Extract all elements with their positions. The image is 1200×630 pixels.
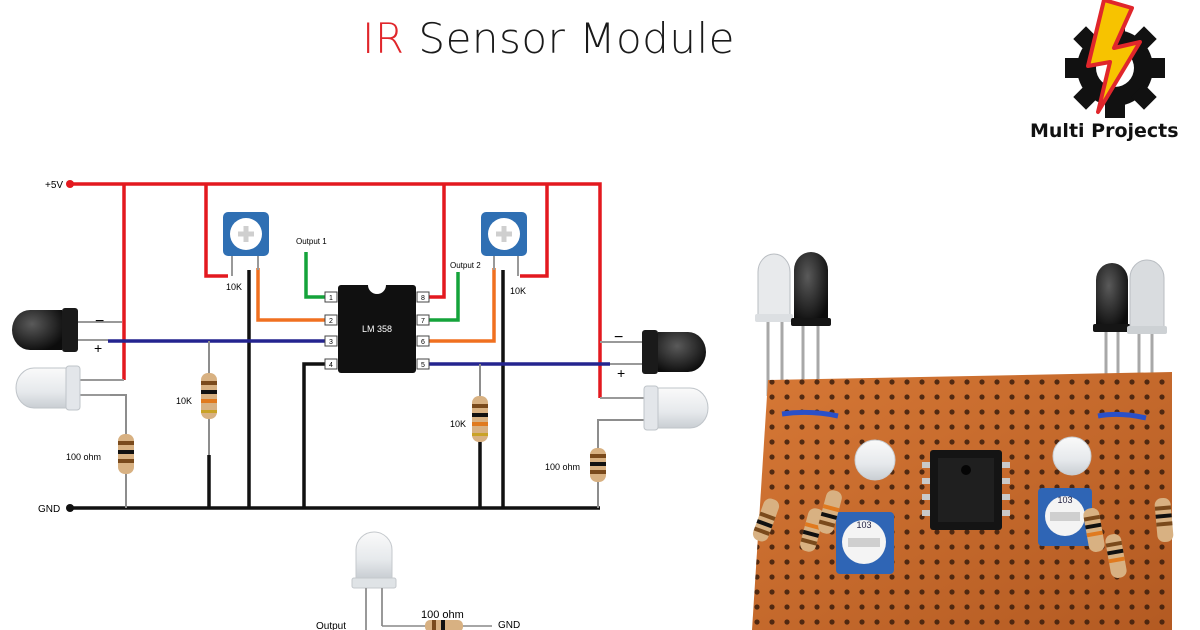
ic-label: LM 358 (362, 324, 392, 334)
output2-label: Output 2 (450, 261, 481, 270)
ir-receiver-left (12, 308, 122, 352)
photo-resistors (752, 490, 1174, 578)
ic-pin-boxes (324, 291, 430, 370)
gear-lightning-logo (1065, 0, 1165, 118)
minus-sign-right: − (614, 329, 623, 346)
led-res-right-label: 100 ohm (545, 462, 580, 472)
photo-ir-led-left (755, 253, 793, 322)
ic-pin-6: 6 (421, 339, 425, 346)
resistor-100ohm-right (590, 448, 606, 482)
built-module-photo: 103 103 (752, 252, 1174, 630)
trim-pot-left (223, 212, 269, 276)
photo-trim-pot-left: 103 (836, 512, 894, 574)
resistor-right-label: 10K (450, 419, 466, 429)
pot-left-label: 10K (226, 282, 242, 292)
supply-label: +5V (45, 180, 63, 191)
ground-label: GND (38, 504, 60, 515)
photo-pot-left-marking: 103 (856, 520, 871, 530)
ic-pin-numbers: 1 2 3 4 8 7 6 5 (329, 295, 425, 369)
ground-rail (70, 270, 600, 510)
ic-pin-2: 2 (329, 318, 333, 325)
indicator-led-bottom (351, 531, 492, 630)
ir-led-left (15, 365, 124, 411)
ic-pin-5: 5 (421, 362, 425, 369)
photo-ir-receiver-right (1093, 263, 1131, 332)
ic-pin-3: 3 (329, 339, 333, 346)
ir-led-right (600, 385, 709, 431)
bottom-res-label: 100 ohm (421, 609, 464, 621)
photo-ir-led-right (1127, 259, 1167, 334)
trim-pot-right (481, 212, 527, 276)
plus-sign-right: + (617, 365, 625, 381)
photo-indicator-led-right (1052, 436, 1092, 476)
ic-pin-1: 1 (329, 295, 333, 302)
resistor-left-label: 10K (176, 396, 192, 406)
photo-pot-right-marking: 103 (1057, 495, 1072, 505)
minus-sign-left: − (95, 313, 104, 330)
title-accent: IR (362, 14, 405, 63)
ic-pin-8: 8 (421, 295, 425, 302)
resistor-10k-right (472, 396, 488, 442)
ir-receiver-right (600, 330, 706, 374)
photo-lm358-chip (922, 450, 1010, 530)
title-rest: Sensor Module (404, 14, 735, 63)
output1-label: Output 1 (296, 237, 327, 246)
brand-name: Multi Projects (1030, 120, 1179, 142)
photo-indicator-led-left (854, 439, 896, 481)
supply-rail (70, 182, 602, 398)
gnd-terminal (66, 504, 74, 512)
ic-pin-7: 7 (421, 318, 425, 325)
output-wires (304, 252, 460, 322)
photo-ir-receiver-left (791, 252, 831, 326)
lm358-ic: LM 358 (338, 285, 416, 373)
resistor-100ohm-left (118, 434, 134, 474)
bottom-output-label: Output (316, 621, 346, 630)
ic-pin-4: 4 (329, 362, 333, 369)
led-res-left-label: 100 ohm (66, 452, 101, 462)
plus-sign-left: + (94, 340, 102, 356)
signal-wires (108, 339, 610, 366)
pot-right-label: 10K (510, 286, 526, 296)
pot-wires (256, 268, 496, 343)
resistor-10k-left (201, 373, 217, 419)
bottom-gnd-label: GND (498, 620, 520, 630)
junction-dots (66, 180, 74, 188)
page-title: IR Sensor Module (362, 14, 735, 63)
photo-trim-pot-right: 103 (1038, 488, 1092, 546)
